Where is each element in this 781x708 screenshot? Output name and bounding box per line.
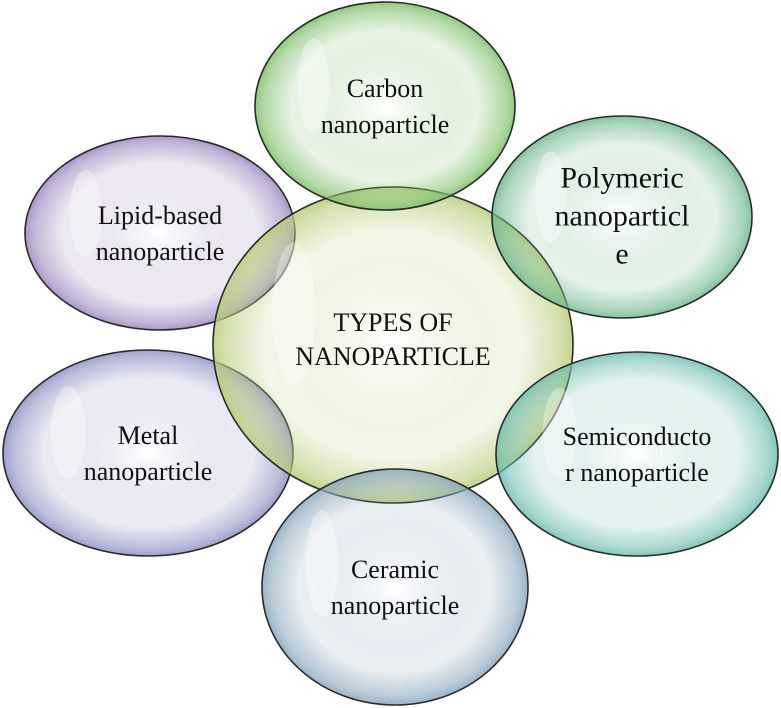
semiconductor-node-label-line: Semiconducto [563,422,712,451]
metal-node-label-line: Metal [118,421,179,450]
center-node-label-line: TYPES OF [333,308,452,337]
polymeric-node-ellipse [491,115,753,319]
center-node: TYPES OF NANOPARTICLE [212,186,574,504]
carbon-node-label-line: nanoparticle [321,110,450,139]
polymeric-node-label-line: nanoparticl [555,200,690,233]
ceramic-node: Ceramic nanoparticle [261,468,529,706]
carbon-node: Carbon nanoparticle [254,1,516,211]
metal-node-highlight [50,386,86,479]
center-node-highlight [272,242,316,385]
metal-node-label-line: nanoparticle [84,457,213,486]
semiconductor-node: Semiconducto r nanoparticle [495,351,779,557]
polymeric-node-label-line: Polymeric [560,162,683,195]
semiconductor-node-label-line: r nanoparticle [565,458,709,487]
lipid-node-highlight [69,169,102,258]
ceramic-node-label-line: Ceramic [351,555,439,584]
ceramic-node-label-line: nanoparticle [331,591,460,620]
polymeric-node-label-line: e [615,238,628,271]
semiconductor-node-ellipse [495,351,779,557]
carbon-node-label-line: Carbon [347,74,424,103]
polymeric-node: Polymeric nanoparticl e [491,115,753,319]
ceramic-node-ellipse [261,468,529,706]
carbon-node-highlight [297,38,330,133]
metal-node: Metal nanoparticle [2,349,294,557]
lipid-node-label-line: nanoparticle [96,237,225,266]
carbon-node-ellipse [254,1,516,211]
lipid-node-label-line: Lipid-based [98,201,222,230]
semiconductor-node-highlight [542,387,577,480]
ceramic-node-highlight [305,510,338,617]
polymeric-node-highlight [534,151,567,243]
center-node-label-line: NANOPARTICLE [295,342,490,371]
